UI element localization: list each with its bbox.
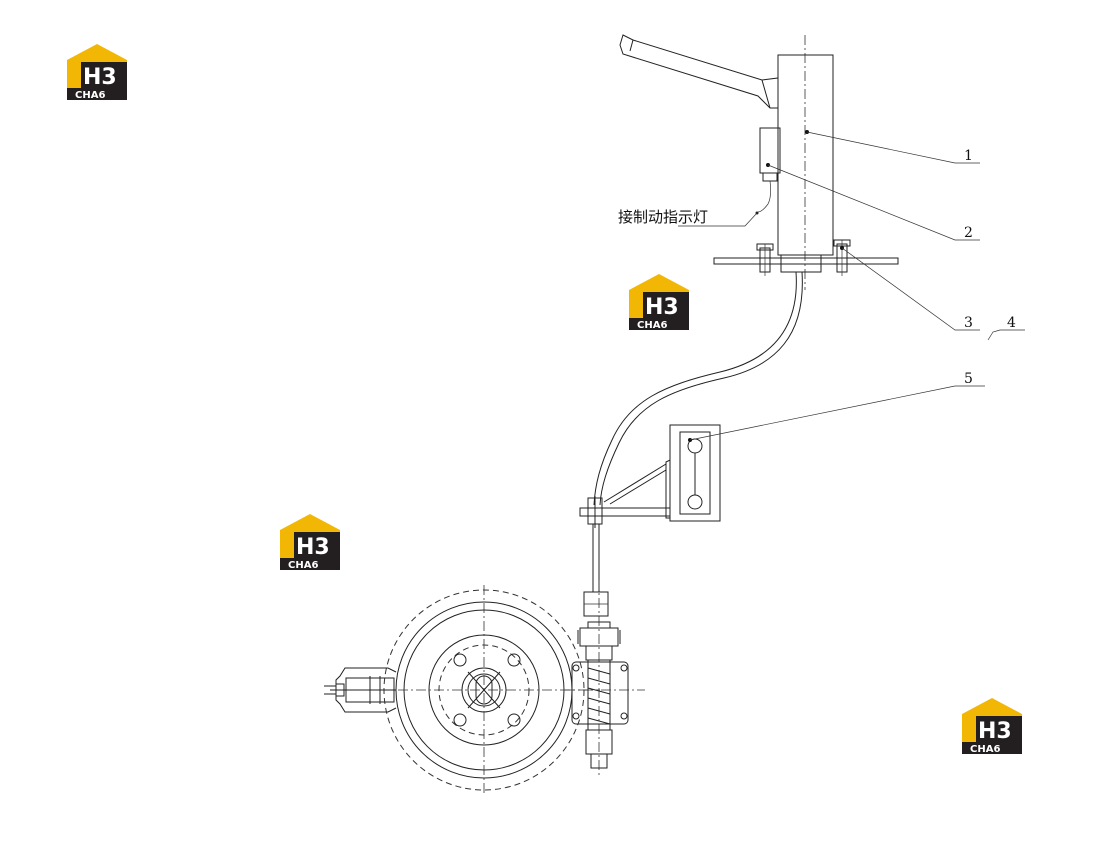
callout-2: 2 (964, 225, 973, 241)
watermark-logo-bottom-right: H3 CHA6 (962, 698, 1022, 755)
brake-indicator-note: 接制动指示灯 (618, 208, 708, 226)
hand-lever (619, 34, 779, 109)
svg-text:H3: H3 (296, 535, 330, 560)
callout-4: 4 (1007, 315, 1016, 331)
callout-3: 3 (964, 315, 973, 331)
svg-text:CHA6: CHA6 (288, 560, 318, 571)
valve-actuator (577, 580, 621, 775)
callout-5: 5 (964, 371, 973, 387)
svg-text:H3: H3 (978, 719, 1012, 744)
cable-bracket (579, 424, 721, 528)
callout-1: 1 (964, 148, 973, 164)
svg-text:CHA6: CHA6 (970, 744, 1000, 755)
watermark-logo-left: H3 CHA6 (280, 514, 340, 571)
leader-lines (678, 130, 1025, 442)
valve-cable (592, 524, 600, 592)
watermark-logo-center: H3 CHA6 (629, 274, 689, 331)
callout-labels: 1 2 3 4 5 (964, 148, 1016, 387)
svg-text:H3: H3 (645, 295, 679, 320)
mounting-plate (713, 239, 899, 276)
brake-valve-cylinder (777, 35, 834, 290)
svg-text:H3: H3 (83, 65, 117, 90)
valve-side-lock (324, 667, 397, 713)
indicator-switch (755, 127, 781, 215)
control-cable (593, 271, 803, 506)
svg-text:CHA6: CHA6 (75, 90, 105, 101)
watermark-logo-top-left: H3 CHA6 (67, 44, 127, 101)
svg-text:CHA6: CHA6 (637, 320, 667, 331)
valve-disc (380, 585, 600, 795)
